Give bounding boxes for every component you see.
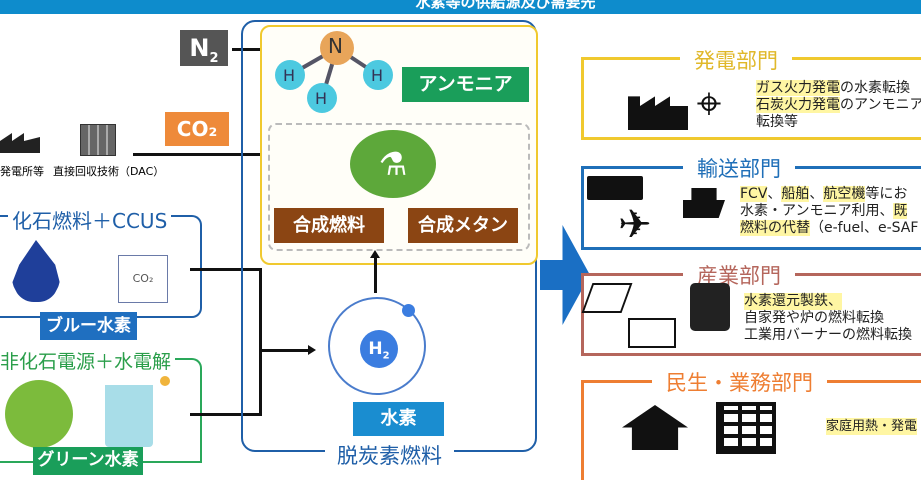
- co2-arrow: [133, 153, 268, 156]
- decarbonized-fuel-label: 脱炭素燃料: [325, 440, 454, 470]
- highlight: 航空機: [823, 186, 866, 202]
- sector-residential-text: 家庭用熱・発電: [826, 418, 918, 435]
- bubbles-icon: [160, 376, 170, 386]
- highlight: 既: [893, 203, 908, 219]
- n2-badge: N2: [180, 30, 228, 66]
- arrow-head: [308, 345, 316, 355]
- flask-icon: ⚗: [350, 130, 436, 198]
- h2-sub: 2: [382, 350, 390, 362]
- sector-power-title: 発電部門: [680, 45, 792, 75]
- text: のアンモニア: [840, 97, 921, 113]
- page-title: 水素等の供給源及び需要先: [0, 0, 921, 14]
- fossil-title: 化石燃料＋CCUS: [8, 205, 172, 234]
- atom-h: H: [315, 89, 328, 108]
- sector-residential-title: 民生・業務部門: [652, 367, 827, 397]
- n2-text: N: [189, 34, 210, 62]
- text: （e-fuel、e-SAF: [810, 220, 919, 236]
- vertical-connector: [259, 268, 262, 416]
- highlight: ガス火力発電: [756, 80, 840, 96]
- solar-icon: [5, 380, 73, 448]
- synthetic-fuel-frame: [268, 123, 530, 251]
- h2-up-arrow: [374, 255, 377, 293]
- hydrogen-badge: 水素: [353, 402, 444, 436]
- n2-arrow: [232, 48, 262, 51]
- synthetic-methane-badge: 合成メタン: [408, 208, 518, 243]
- sector-industry-text: 水素還元製鉄、 自家発や炉の燃料転換 工業用バーナーの燃料転換: [744, 293, 912, 344]
- power-plant-label: 発電所等: [0, 165, 44, 178]
- dac-icon: [80, 124, 116, 156]
- h2-text: H: [368, 339, 383, 359]
- text: 工業用バーナーの燃料転換: [744, 327, 912, 343]
- text: 、: [767, 186, 782, 202]
- green-connector: [190, 413, 262, 416]
- building-icon: [716, 402, 776, 454]
- ammonia-molecule-icon: N H H H: [270, 30, 400, 115]
- highlight: FCV: [740, 186, 768, 202]
- sector-transport-title: 輸送部門: [683, 153, 795, 183]
- atom-h: H: [371, 66, 384, 85]
- text: 、: [809, 186, 824, 202]
- furnace-icon: [690, 283, 730, 331]
- ammonia-badge: アンモニア: [402, 67, 529, 102]
- atom-n: N: [328, 34, 343, 58]
- airplane-icon: ✈: [618, 202, 652, 248]
- synthetic-fuel-badge: 合成燃料: [274, 208, 384, 243]
- ccus-lock-icon: CO₂: [118, 255, 168, 303]
- renewable-title: 非化石電源＋水電解: [0, 347, 176, 374]
- arrow-head: [370, 250, 380, 258]
- text: の水素転換: [840, 80, 910, 96]
- h2-arrow: [259, 349, 309, 352]
- n2-sub: 2: [209, 50, 219, 66]
- truck-icon: [587, 176, 643, 200]
- hydrogen-orbit-icon: [328, 297, 426, 395]
- text: 等にお: [865, 186, 908, 202]
- highlight: 船舶: [781, 186, 810, 202]
- sector-industry: [581, 273, 921, 356]
- text: 転換等: [756, 114, 798, 130]
- title-text: 水素等の供給源及び需要先: [415, 0, 596, 11]
- green-hydrogen-badge: グリーン水素: [33, 447, 143, 475]
- blue-hydrogen-badge: ブルー水素: [40, 312, 137, 340]
- h2-atom: H2: [360, 330, 398, 368]
- sector-power-text: ガス火力発電の水素転換 石炭火力発電のアンモニア 転換等: [756, 80, 921, 131]
- electrolysis-icon: [105, 385, 153, 447]
- dac-label: 直接回収技術（DAC）: [53, 165, 165, 178]
- plant-icon: [628, 318, 676, 348]
- blue-connector: [190, 268, 262, 271]
- power-tower-icon: ⌖: [696, 78, 722, 129]
- electron-icon: [402, 304, 415, 317]
- highlight: 石炭火力発電: [756, 97, 840, 113]
- text: 水素還元製鉄、: [744, 293, 842, 310]
- power-plant-icon: [0, 133, 40, 153]
- text: 自家発や炉の燃料転換: [744, 310, 884, 326]
- co2-badge: CO₂: [165, 112, 229, 146]
- text: 水素・アンモニア利用、: [740, 203, 894, 219]
- atom-h: H: [283, 66, 296, 85]
- sector-transport-text: FCV、船舶、航空機等にお 水素・アンモニア利用、既 燃料の代替（e-fuel、…: [740, 186, 918, 237]
- highlight: 燃料の代替: [740, 220, 810, 236]
